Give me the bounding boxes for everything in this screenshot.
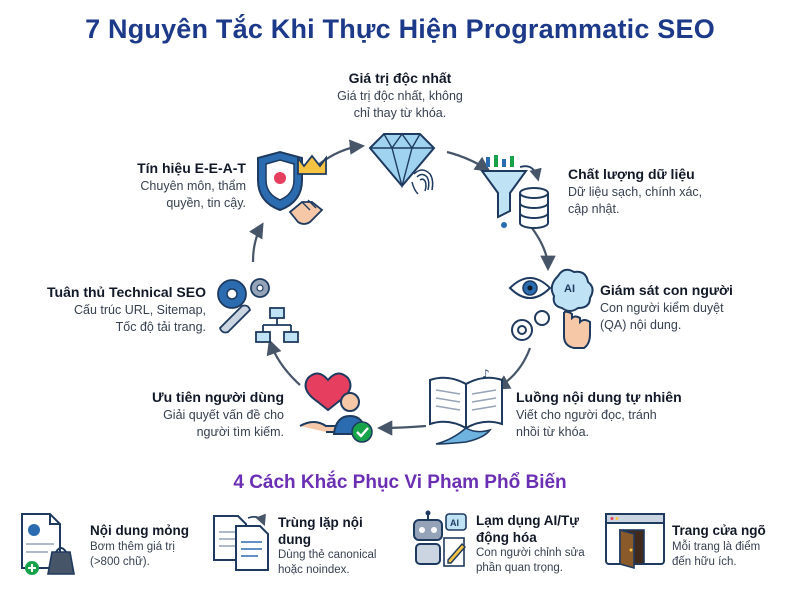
principle-1-title: Giá trị độc nhất (348, 70, 452, 86)
ai-robot-editor-icon: AI (413, 510, 467, 567)
duplicate-documents-icon (213, 513, 269, 571)
principle-2-title: Chất lượng dữ liệu (568, 166, 695, 182)
arrow-2-3 (531, 227, 556, 272)
eye-ai-brain-icon: AI (508, 268, 594, 349)
principle-6-title: Tuân thủ Technical SEO (47, 284, 206, 300)
fix-1-desc: Bơm thêm giá trị(>800 chữ). (90, 541, 175, 568)
shield-crown-handshake-icon (257, 150, 327, 225)
principle-6-desc: Cấu trúc URL, Sitemap,Tốc độ tải trang. (74, 303, 206, 334)
fix-1-title: Nội dung mỏng (90, 523, 189, 538)
gears-sitemap-icon (217, 278, 299, 343)
funnel-database-icon (480, 155, 549, 229)
svg-text:AI: AI (450, 518, 459, 528)
principle-3-title: Giám sát con người (600, 282, 733, 298)
page-title: 7 Nguyên Tắc Khi Thực Hiện Programmatic … (85, 14, 715, 44)
principle-5-title: Ưu tiên người dùng (151, 389, 284, 405)
document-weight-icon (21, 513, 75, 575)
diamond-fingerprint-icon (368, 132, 436, 195)
arrow-4-5 (376, 420, 427, 436)
fix-4-title: Trang cửa ngõ (672, 523, 766, 538)
svg-text:AI: AI (564, 283, 575, 295)
arrow-6-7 (249, 222, 264, 263)
principle-4-title: Luồng nội dung tự nhiên (516, 389, 682, 405)
fixes-section-title: 4 Cách Khắc Phục Vi Phạm Phổ Biến (233, 472, 567, 493)
arrow-5-6 (266, 339, 301, 386)
principle-2-desc: Dữ liệu sạch, chính xác,cập nhật. (568, 185, 703, 216)
principle-7-title: Tín hiệu E-E-A-T (137, 160, 246, 176)
principle-3-desc: Con người kiểm duyệt(QA) nội dung. (600, 301, 724, 332)
svg-text:♪: ♪ (482, 367, 490, 381)
book-flow-icon: ♪ (429, 367, 503, 445)
browser-door-icon (605, 513, 665, 570)
arrow-1-2 (446, 150, 491, 172)
heart-user-icon (299, 372, 373, 443)
